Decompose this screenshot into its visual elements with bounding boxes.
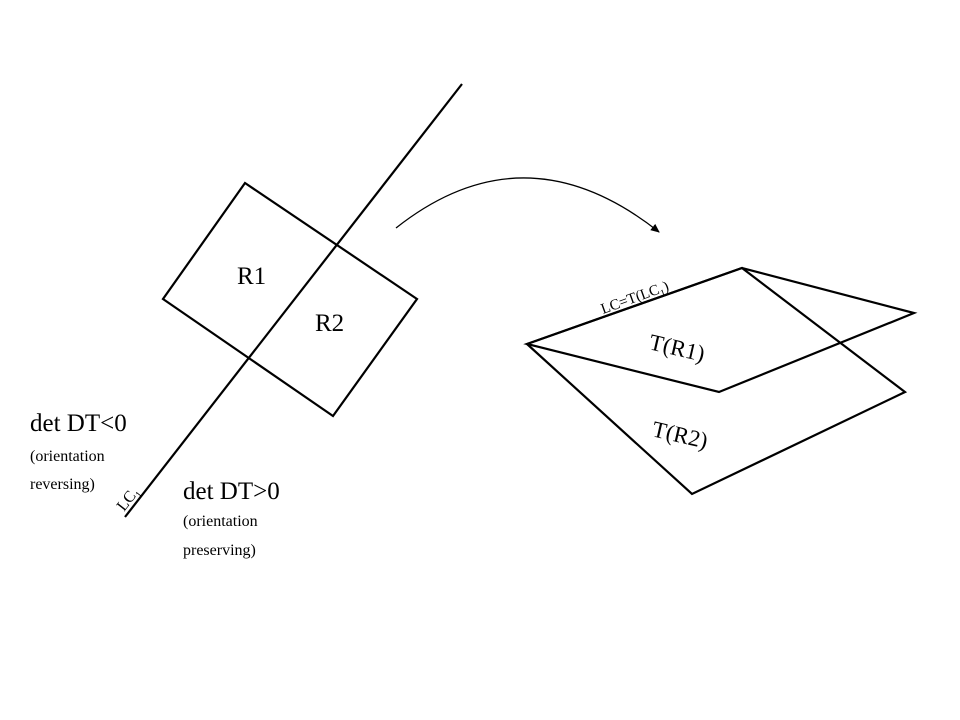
right-region-line1: (orientation — [183, 513, 258, 530]
label-lc1: LC1 — [114, 484, 145, 516]
label-t-r1: T(R1) — [647, 330, 707, 367]
domain-square — [161, 181, 419, 418]
right-region-line2: preserving) — [183, 542, 256, 559]
label-r2: R2 — [315, 310, 344, 337]
image-t-r1-shape — [523, 266, 918, 394]
svg-text:LC=T(LC1): LC=T(LC1) — [599, 278, 672, 320]
label-lc-image-sub: 1 — [659, 288, 667, 300]
left-region-line2: reversing) — [30, 476, 95, 493]
mapping-arrow — [395, 177, 660, 233]
label-t-r2: T(R2) — [650, 417, 710, 454]
label-r1: R1 — [237, 263, 266, 290]
left-region-heading: det DT<0 — [30, 410, 127, 437]
label-lc-image: LC=T(LC1) — [599, 278, 672, 320]
image-t-r2-shape — [524, 266, 908, 496]
line-lc1 — [124, 83, 463, 518]
label-lc-image-close: ) — [661, 278, 671, 295]
label-lc-image-main: LC=T(LC — [599, 282, 662, 318]
label-lc1-sub: 1 — [133, 489, 145, 500]
svg-text:LC1: LC1 — [114, 484, 145, 516]
left-region-line1: (orientation — [30, 448, 105, 465]
right-region-heading: det DT>0 — [183, 478, 280, 505]
